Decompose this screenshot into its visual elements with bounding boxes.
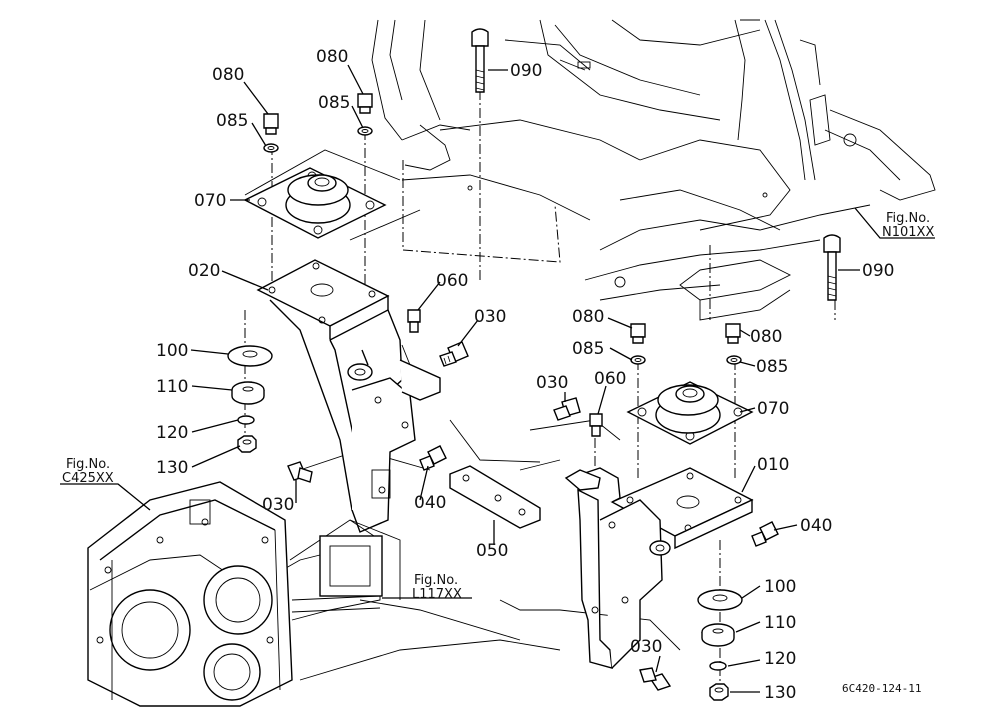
callout-060-left: 060: [436, 271, 468, 291]
callout-085-right-b: 085: [756, 357, 788, 377]
callout-080-left-b: 080: [316, 47, 348, 67]
callout-130-left: 130: [156, 458, 188, 478]
ref-l117-fig-label: Fig.No.: [414, 573, 458, 588]
bracket-020: [256, 259, 441, 533]
callout-085-left-b: 085: [318, 93, 350, 113]
bolt-030-left-lower: [287, 461, 313, 483]
chassis-frame: [371, 19, 936, 321]
callout-080-left-a: 080: [212, 65, 244, 85]
callout-085-right-a: 085: [572, 339, 604, 359]
callout-030-left-lower: 030: [262, 495, 294, 515]
bolt-080-right-b: [725, 323, 742, 365]
callout-030-left-upper: 030: [474, 307, 506, 327]
ref-n101-code: N101XX: [882, 225, 934, 240]
center-lines: [244, 90, 836, 690]
callout-110-right: 110: [764, 613, 796, 633]
ref-n101-fig-label: Fig.No.: [886, 211, 930, 226]
ref-l117-code: L117XX: [412, 587, 462, 602]
callout-030-right-lower: 030: [630, 637, 662, 657]
callout-120-right: 120: [764, 649, 796, 669]
callout-100-right: 100: [764, 577, 796, 597]
callout-080-right-b: 080: [750, 327, 782, 347]
callout-labels: 080 085 080 085 090 070 020 060 030 100 …: [156, 47, 894, 703]
callout-leaders: [60, 64, 935, 693]
bracket-010: [564, 467, 754, 669]
bolt-080-right-a: [630, 323, 646, 365]
bolt-060-left: [407, 309, 421, 333]
bolt-030-left-upper: [439, 341, 469, 367]
callout-080-right-a: 080: [572, 307, 604, 327]
washer-stack-right: [697, 589, 743, 701]
callout-090-top: 090: [510, 61, 542, 81]
bolt-040-right: [751, 521, 779, 547]
rubber-mount-070-left: [243, 167, 387, 239]
bolt-080-left-a: [263, 113, 279, 153]
callout-010: 010: [757, 455, 789, 475]
callout-110-left: 110: [156, 377, 188, 397]
callout-030-right-upper: 030: [536, 373, 568, 393]
drawing-code: 6C420-124-11: [842, 682, 921, 695]
figure-references: Fig.No. N101XX Fig.No. C425XX Fig.No. L1…: [62, 211, 934, 602]
ref-c425-fig-label: Fig.No.: [66, 457, 110, 472]
callout-040-right: 040: [800, 516, 832, 536]
callout-100-left: 100: [156, 341, 188, 361]
bolt-060-right: [589, 413, 603, 437]
link-plate-050: [449, 465, 541, 529]
transmission-case: [87, 481, 401, 707]
ref-c425-code: C425XX: [62, 471, 114, 486]
callout-050: 050: [476, 541, 508, 561]
callout-130-right: 130: [764, 683, 796, 703]
bolt-080-left-b: [357, 93, 373, 136]
rubber-mount-070-right: [626, 381, 754, 445]
callout-040-left: 040: [414, 493, 446, 513]
callout-090-right: 090: [862, 261, 894, 281]
callout-060-right: 060: [594, 369, 626, 389]
callout-085-left-a: 085: [216, 111, 248, 131]
callout-070-right: 070: [757, 399, 789, 419]
washer-stack-left: [227, 345, 273, 453]
callout-120-left: 120: [156, 423, 188, 443]
callout-020: 020: [188, 261, 220, 281]
bolt-090-right: [823, 234, 841, 301]
callout-070-left: 070: [194, 191, 226, 211]
bolt-040-left: [419, 445, 447, 471]
bolt-030-right-upper: [553, 397, 581, 421]
bolt-090-top: [471, 28, 489, 93]
bolt-030-right-lower: [639, 667, 672, 691]
